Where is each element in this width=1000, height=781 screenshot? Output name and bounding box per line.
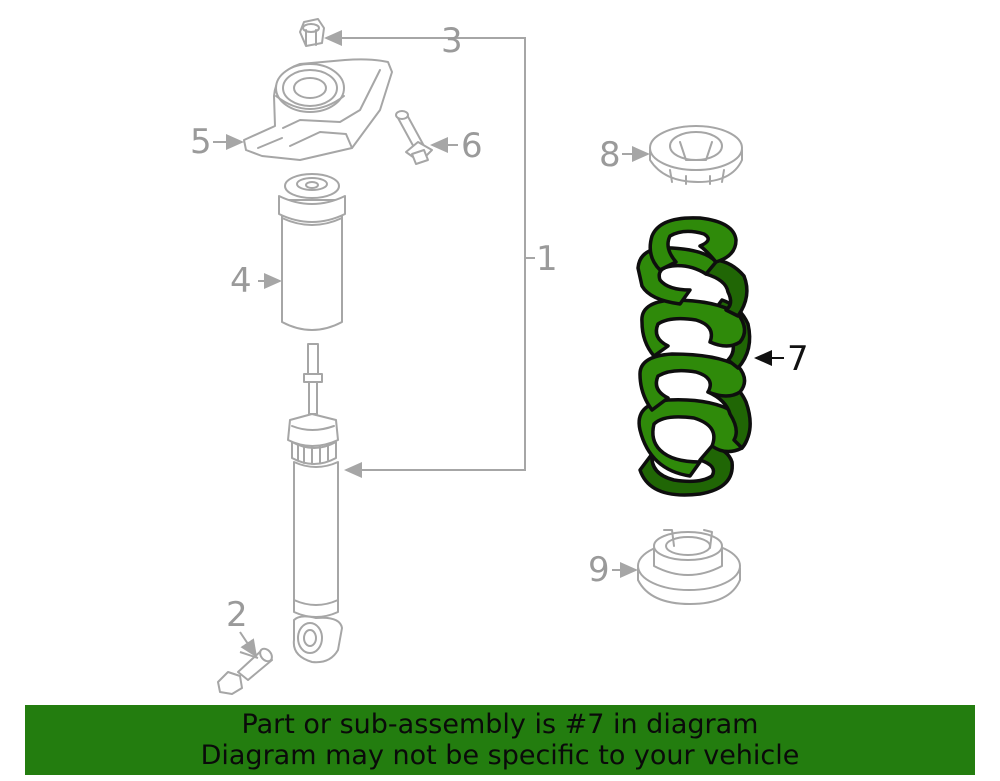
callout-8: 8 xyxy=(599,135,621,175)
part-nut[interactable] xyxy=(299,18,325,47)
callout-6: 6 xyxy=(461,126,483,166)
part-bolt-6[interactable] xyxy=(395,110,433,165)
callout-1: 1 xyxy=(536,239,558,279)
leader-lines xyxy=(213,30,784,659)
callout-3: 3 xyxy=(441,21,463,61)
info-banner: Part or sub-assembly is #7 in diagram Di… xyxy=(25,705,975,775)
callout-2: 2 xyxy=(226,595,248,635)
callout-5: 5 xyxy=(190,122,212,162)
part-upper-mount[interactable] xyxy=(243,58,393,161)
part-shock-absorber[interactable] xyxy=(287,343,343,664)
part-lower-spring-seat[interactable] xyxy=(637,529,741,605)
part-coil-spring[interactable] xyxy=(636,216,752,497)
callout-4: 4 xyxy=(230,261,252,301)
part-upper-spring-seat[interactable] xyxy=(649,125,743,185)
callout-9: 9 xyxy=(588,550,610,590)
banner-line-2: Diagram may not be specific to your vehi… xyxy=(200,740,800,771)
banner-line-1: Part or sub-assembly is #7 in diagram xyxy=(241,709,759,740)
parts-diagram: 1 2 3 4 5 6 7 8 9 xyxy=(190,18,809,695)
part-dust-boot[interactable] xyxy=(278,173,346,331)
callout-7: 7 xyxy=(787,339,809,379)
part-bolt-2[interactable] xyxy=(217,646,274,695)
